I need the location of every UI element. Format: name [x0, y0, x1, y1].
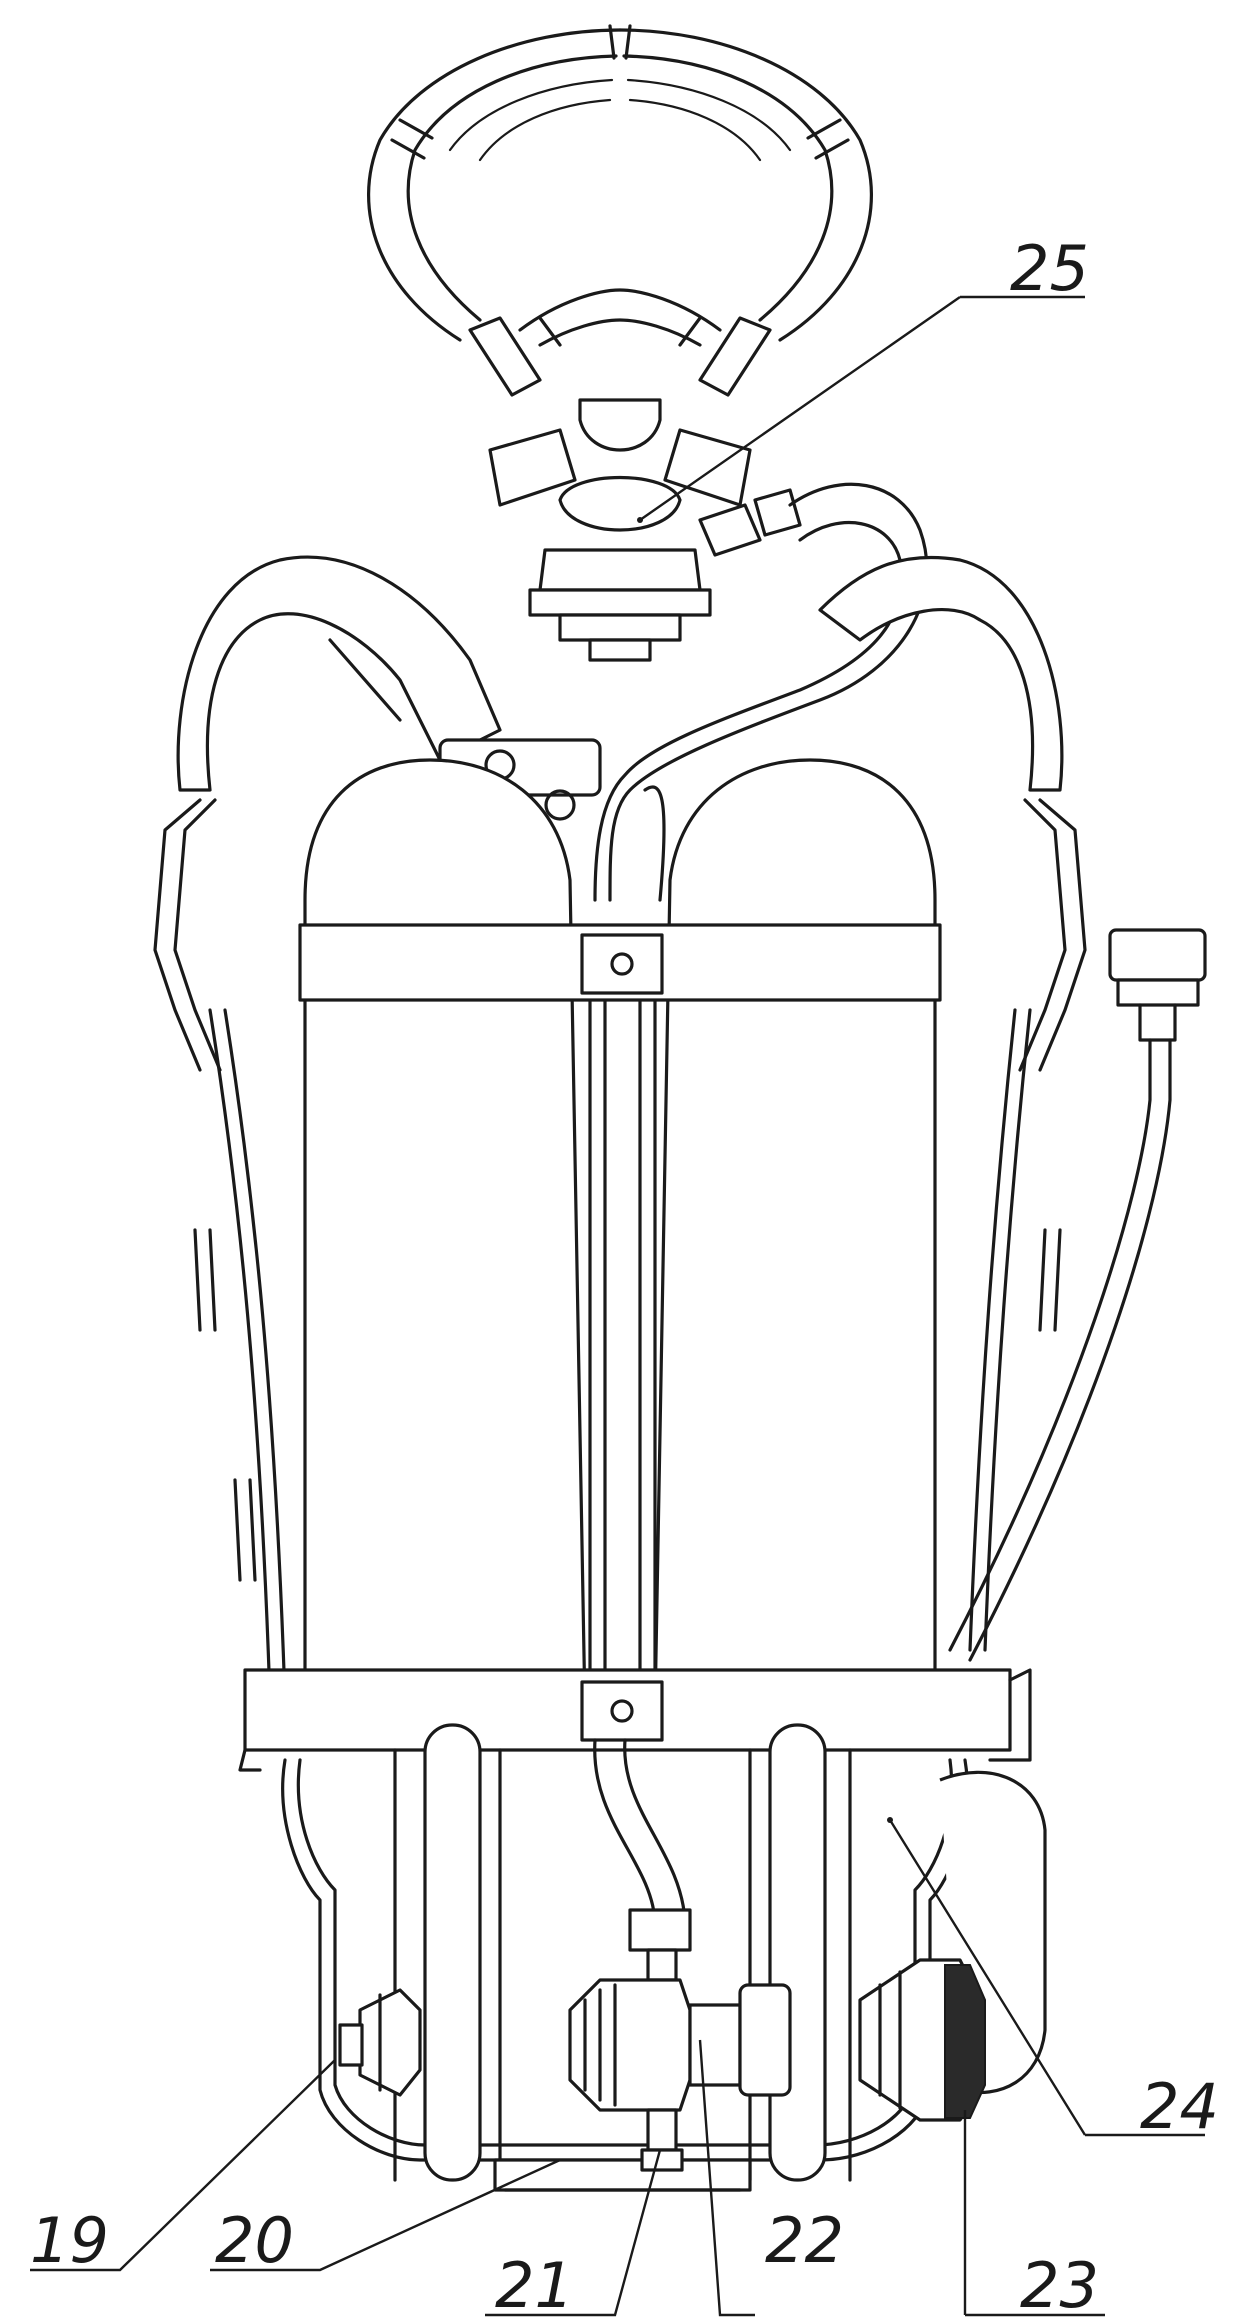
cylinder-valve-left: [338, 1988, 422, 2097]
callout-19: 19: [30, 2204, 109, 2277]
reducer-valve: [568, 1738, 792, 2172]
callout-labels: 19 20 21 22 23 24 25: [30, 232, 1219, 2322]
leader-22: [698, 2039, 755, 2317]
leader-23: [963, 2110, 1105, 2317]
leader-dot-24: [887, 1817, 893, 1823]
callout-25: 25: [1010, 232, 1089, 305]
callout-24: 24: [1140, 2070, 1219, 2143]
shoulder-straps: [153, 555, 1207, 1702]
leader-dot-25: [637, 517, 643, 523]
leader-24: [888, 1819, 1205, 2137]
leader-19: [30, 2059, 336, 2272]
head-harness: [366, 24, 874, 662]
leader-20: [210, 2158, 561, 2272]
callout-23: 23: [1020, 2249, 1099, 2322]
cylinders: [238, 758, 1032, 1772]
leader-25: [639, 295, 1085, 521]
callout-20: 20: [215, 2204, 294, 2277]
callout-22: 22: [765, 2204, 844, 2277]
leader-21: [485, 2149, 662, 2317]
callout-21: 21: [495, 2249, 574, 2322]
cylinder-valve-right: [858, 1958, 986, 2122]
callout-leaders: [30, 295, 1205, 2317]
breathing-hose: [593, 482, 929, 902]
